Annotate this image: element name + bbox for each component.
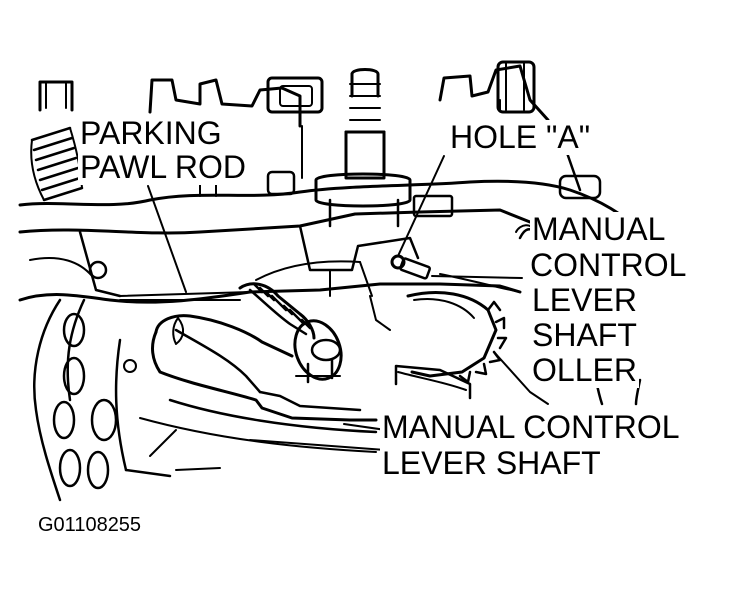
label-manual-control-lever-shaft-roller-1: MANUAL xyxy=(530,211,668,247)
left-spring xyxy=(30,126,84,202)
valve-body-outline xyxy=(18,179,642,304)
label-hole-a: HOLE "A" xyxy=(448,119,593,155)
label-manual-control-lever-shaft-roller-5: OLLER xyxy=(530,352,639,388)
label-parking-pawl-rod-2: PAWL ROD xyxy=(78,149,248,185)
label-manual-control-lever-shaft-1: MANUAL CONTROL xyxy=(380,409,682,445)
figure-code: G01108255 xyxy=(38,514,142,536)
manual-control-lever xyxy=(139,314,378,453)
housing-top-bosses xyxy=(38,60,562,152)
center-post xyxy=(199,68,602,233)
leader-lines xyxy=(119,155,549,451)
label-parking-pawl-rod-1: PARKING xyxy=(78,115,224,151)
parking-pawl-rod xyxy=(238,282,343,384)
label-manual-control-lever-shaft-roller-2: CONTROL xyxy=(528,247,689,283)
label-manual-control-lever-shaft-roller-4: SHAFT xyxy=(530,317,639,353)
label-manual-control-lever-shaft-roller-3: LEVER xyxy=(530,282,639,318)
lower-left-casting xyxy=(33,298,221,502)
detent-gear xyxy=(369,290,508,400)
label-manual-control-lever-shaft-2: LEVER SHAFT xyxy=(380,445,603,481)
